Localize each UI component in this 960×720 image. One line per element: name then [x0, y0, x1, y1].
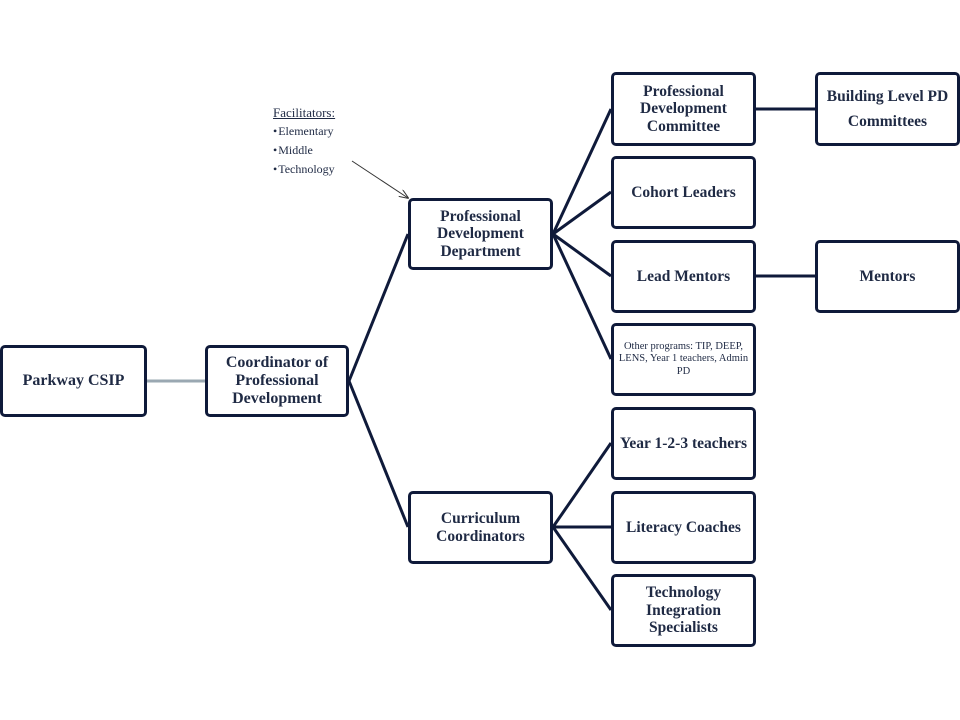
facilitators-arrow [351, 160, 408, 198]
facilitators-item-middle: Middle [273, 141, 335, 160]
node-literacy-coaches-label: Literacy Coaches [626, 518, 741, 536]
node-parkway-csip[interactable]: Parkway CSIP [0, 345, 147, 417]
connector-coordinator-curriculum [347, 380, 410, 528]
connector-coordinator-pd-department [347, 233, 410, 382]
node-curriculum-coordinators-label: Curriculum Coordinators [436, 510, 525, 545]
node-mentors[interactable]: Mentors [815, 240, 960, 313]
connector-curriculum-tech-specialists [551, 526, 613, 611]
node-cohort-leaders[interactable]: Cohort Leaders [611, 156, 756, 229]
node-lead-mentors[interactable]: Lead Mentors [611, 240, 756, 313]
connector-pd-department-cohort [552, 190, 612, 236]
node-pd-committee[interactable]: Professional Development Committee [611, 72, 756, 146]
node-coordinator[interactable]: Coordinator of Professional Development [205, 345, 349, 417]
node-tech-specialists[interactable]: Technology Integration Specialists [611, 574, 756, 647]
node-other-programs[interactable]: Other programs: TIP, DEEP, LENS, Year 1 … [611, 323, 756, 396]
node-coordinator-label: Coordinator of Professional Development [225, 354, 329, 407]
node-other-programs-label: Other programs: TIP, DEEP, LENS, Year 1 … [618, 340, 749, 377]
node-pd-department[interactable]: Professional Development Department [408, 198, 553, 270]
node-pd-committee-label: Professional Development Committee [640, 82, 727, 135]
facilitators-list: Elementary Middle Technology [273, 122, 335, 179]
node-curriculum-coordinators[interactable]: Curriculum Coordinators [408, 491, 553, 564]
facilitators-item-technology: Technology [273, 160, 335, 179]
node-literacy-coaches[interactable]: Literacy Coaches [611, 491, 756, 564]
node-pd-department-label: Professional Development Department [437, 207, 524, 260]
node-building-level-pd-line1: Building Level PD [826, 87, 949, 105]
node-mentors-label: Mentors [859, 267, 916, 285]
node-building-level-pd[interactable]: Building Level PD Committees [815, 72, 960, 146]
connector-curriculum-year123 [551, 442, 613, 528]
node-year123-teachers[interactable]: Year 1-2-3 teachers [611, 407, 756, 480]
node-building-level-pd-line2: Committees [847, 113, 928, 130]
connector-pd-department-other-programs [551, 233, 613, 360]
node-year123-teachers-label: Year 1-2-3 teachers [619, 434, 748, 452]
node-lead-mentors-label: Lead Mentors [636, 267, 731, 285]
facilitators-title: Facilitators: [273, 105, 336, 120]
node-tech-specialists-label: Technology Integration Specialists [645, 584, 722, 637]
facilitators-item-elementary: Elementary [273, 122, 335, 141]
connector-pd-department-committee [551, 108, 613, 235]
node-cohort-leaders-label: Cohort Leaders [631, 183, 736, 201]
node-parkway-csip-label: Parkway CSIP [22, 372, 125, 390]
connector-pd-department-lead-mentors [552, 232, 612, 278]
facilitators-note: Facilitators: Elementary Middle Technolo… [273, 103, 335, 179]
